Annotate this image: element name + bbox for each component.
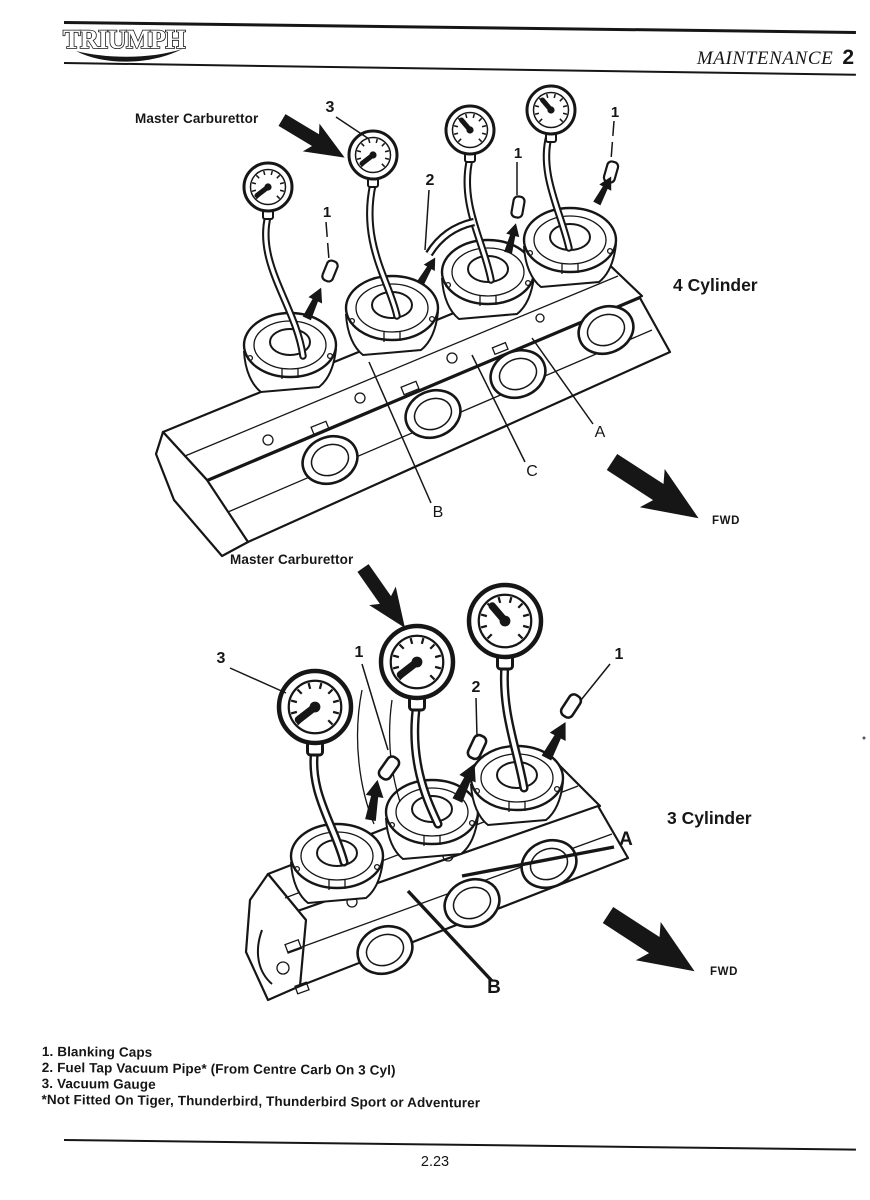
engine-type-label: 3 Cylinder bbox=[667, 808, 752, 828]
triumph-logo: TRIUMPH bbox=[62, 25, 187, 62]
callout-a: A bbox=[619, 829, 633, 850]
callout-1: 1 bbox=[323, 204, 331, 221]
legend: 1. Blanking Caps 2. Fuel Tap Vacuum Pipe… bbox=[41, 1044, 481, 1111]
removal-arrow-icon bbox=[538, 717, 574, 763]
callout-1: 1 bbox=[615, 646, 624, 663]
scan-speck bbox=[862, 736, 866, 740]
vacuum-gauge-icon bbox=[381, 626, 453, 712]
fwd-label: FWD bbox=[712, 515, 740, 527]
removal-arrow-icon bbox=[415, 254, 441, 286]
vacuum-hoses-3cyl bbox=[309, 658, 529, 867]
callout-2: 2 bbox=[426, 172, 435, 189]
legend-footnote: *Not Fitted On Tiger, Thunderbird, Thund… bbox=[41, 1091, 481, 1111]
fwd-arrow-icon bbox=[595, 895, 707, 991]
figures-canvas: Master Carburettor 3 2 1 1 1 A B C 4 Cyl… bbox=[135, 84, 866, 1002]
callout-b: B bbox=[487, 977, 501, 998]
callout-1: 1 bbox=[611, 104, 619, 121]
vacuum-gauge-icon bbox=[469, 585, 541, 671]
fwd-arrow-icon bbox=[599, 442, 711, 538]
vacuum-gauge-icon bbox=[279, 671, 351, 757]
vacuum-gauge-icon bbox=[347, 129, 399, 188]
blanking-cap-icon bbox=[319, 258, 341, 284]
removal-arrow-icon bbox=[300, 284, 328, 322]
callout-b: B bbox=[433, 504, 444, 521]
callout-1: 1 bbox=[514, 145, 522, 162]
page-number: 2.23 bbox=[420, 1154, 450, 1170]
fwd-label: FWD bbox=[710, 966, 738, 978]
vacuum-gauge-icon bbox=[525, 84, 577, 143]
master-carburettor-label: Master Carburettor bbox=[135, 111, 259, 126]
callout-2: 2 bbox=[472, 679, 481, 696]
leader-lines-3cyl bbox=[229, 663, 615, 983]
chapter-number: 2 bbox=[842, 46, 854, 69]
blanking-cap-icon bbox=[557, 691, 585, 721]
blanking-cap-icon bbox=[509, 194, 527, 220]
section-header: MAINTENANCE 2 bbox=[697, 46, 854, 70]
master-carburettor-arrow-icon bbox=[273, 106, 353, 172]
vacuum-gauge-icon bbox=[444, 104, 496, 163]
carburettor-bank-4cyl-illustration bbox=[154, 206, 672, 558]
engine-type-label: 4 Cylinder bbox=[673, 275, 758, 295]
fuel-tap-vacuum-pipe-icon bbox=[425, 217, 476, 257]
leader-lines-4cyl bbox=[325, 116, 615, 504]
callout-3: 3 bbox=[326, 99, 335, 116]
vacuum-gauge-icon bbox=[242, 161, 294, 220]
logo-swoosh-icon bbox=[76, 49, 182, 62]
callout-1: 1 bbox=[355, 644, 364, 661]
logo-text: TRIUMPH bbox=[63, 25, 185, 54]
callout-a: A bbox=[595, 424, 606, 441]
callout-3: 3 bbox=[217, 650, 226, 667]
carburettor-bank-3cyl-illustration bbox=[244, 744, 630, 1002]
footer-rule bbox=[63, 1139, 856, 1152]
figure-4-cylinder: Master Carburettor 3 2 1 1 1 A B C 4 Cyl… bbox=[135, 84, 758, 558]
master-carburettor-label: Master Carburettor bbox=[230, 552, 354, 567]
section-title: MAINTENANCE bbox=[696, 48, 834, 69]
callout-c: C bbox=[526, 463, 538, 480]
blanking-cap-icon bbox=[375, 753, 403, 783]
figure-3-cylinder: Master Carburettor 3 1 2 1 A B 3 Cylinde… bbox=[217, 552, 866, 1002]
